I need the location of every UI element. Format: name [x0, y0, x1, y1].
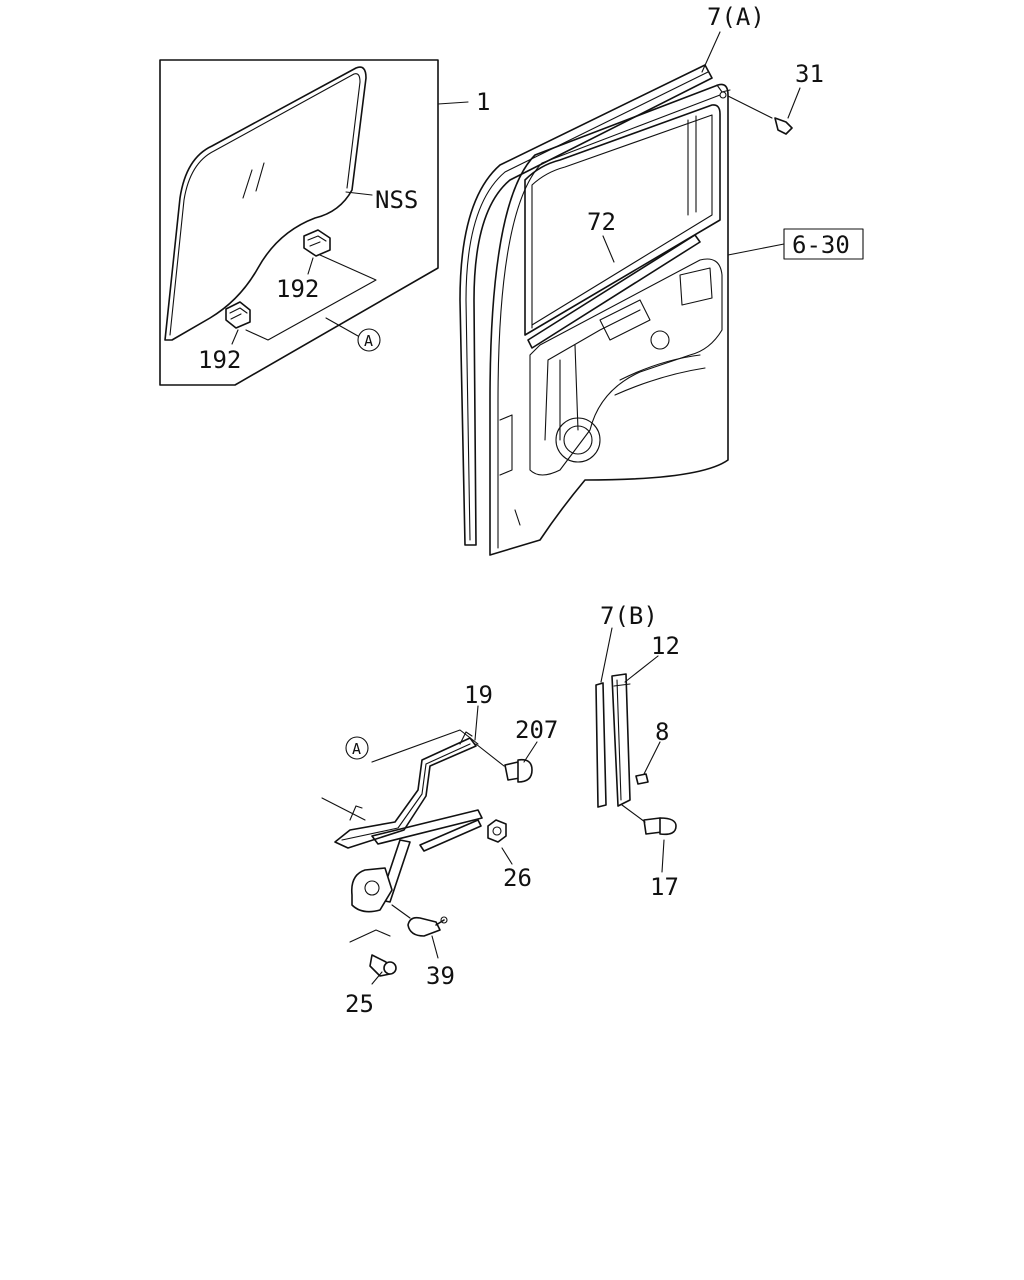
label-handle-39: 39	[426, 962, 455, 990]
glass-inset-box	[159, 59, 439, 386]
door-panel	[489, 83, 731, 556]
screw-25-part	[369, 954, 397, 977]
label-channel-12: 12	[651, 632, 680, 660]
label-ref-a-lower: A	[352, 740, 361, 758]
label-clip-upper: 192	[276, 275, 319, 303]
window-regulator	[334, 731, 483, 913]
glass-leaders	[231, 101, 469, 352]
screw-31-part	[727, 95, 793, 135]
label-ref-page: 6-30	[792, 231, 850, 259]
label-glass: 1	[476, 88, 490, 116]
glass-clip-lower	[225, 301, 251, 329]
door-glass	[164, 66, 367, 341]
label-weatherstrip-b: 7(B)	[600, 602, 658, 630]
regulator-leaders	[321, 705, 538, 985]
label-clip-lower: 192	[198, 346, 241, 374]
door-weatherstrip-a	[459, 64, 713, 546]
screw-8-part	[635, 773, 649, 785]
weatherstrip-b-part	[595, 682, 607, 808]
door-leaders	[602, 31, 864, 263]
handle-39-part	[391, 904, 448, 937]
label-screw-25: 25	[345, 990, 374, 1018]
label-screw-31: 31	[795, 60, 824, 88]
label-weatherstrip-a: 7(A)	[707, 3, 765, 31]
label-glass-run-72: 72	[587, 208, 616, 236]
label-nut-26: 26	[503, 864, 532, 892]
channel-leaders	[600, 627, 665, 873]
label-ref-a-upper: A	[364, 332, 373, 350]
rear-channel-12-part	[611, 673, 631, 807]
label-glass-note: NSS	[375, 186, 418, 214]
glass-clip-upper	[303, 229, 331, 257]
bolt-207-part	[475, 743, 533, 783]
label-regulator-19: 19	[464, 681, 493, 709]
label-bolt-207: 207	[515, 716, 558, 744]
glass-run-channel	[527, 234, 701, 349]
label-screw-8: 8	[655, 718, 669, 746]
bolt-17-part	[643, 817, 677, 836]
label-bolt-17: 17	[650, 873, 679, 901]
nut-26-part	[487, 819, 507, 843]
